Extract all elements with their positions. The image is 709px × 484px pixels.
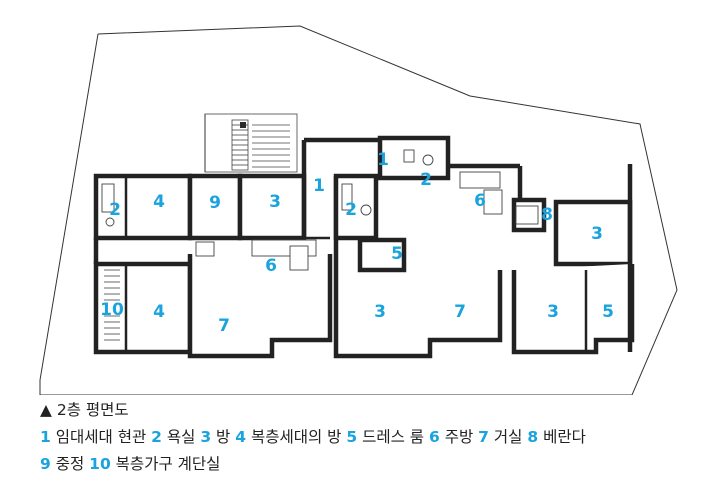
main-stair (204, 113, 298, 173)
legend-line-2: 9 중정 10 복층가구 계단실 (40, 452, 220, 474)
legend-label: 임대세대 현관 (50, 428, 152, 446)
right-unit-walls (511, 164, 635, 355)
legend-label: 드레스 룸 (357, 428, 429, 446)
room-label: 3 (547, 302, 559, 322)
room-label: 6 (474, 191, 486, 211)
legend-label: 주방 (439, 428, 479, 446)
site-boundary (39, 25, 678, 395)
room-label: 2 (345, 200, 357, 220)
legend-label: 중정 (50, 455, 90, 473)
room-label: 4 (153, 302, 165, 322)
room-label: 6 (265, 256, 277, 276)
room-label: 5 (602, 302, 614, 322)
room-label: 3 (269, 192, 281, 212)
room-label: 2 (109, 200, 121, 220)
legend-number: 6 (429, 428, 440, 446)
room-label: 7 (218, 316, 230, 336)
legend-number: 4 (235, 428, 247, 446)
room-labels: 1 1 2 2 2 3 3 3 3 4 4 5 5 6 6 7 7 8 9 10 (100, 150, 614, 336)
legend-label: 거실 (488, 428, 528, 446)
room-label: 1 (313, 176, 325, 196)
duplex-stair (104, 269, 120, 341)
legend-number: 1 (40, 428, 51, 446)
legend-label: 베란다 (538, 428, 586, 446)
floor-plan: 1 1 2 2 2 3 3 3 3 4 4 5 5 6 6 7 7 8 9 10 (39, 25, 678, 395)
room-label: 5 (391, 244, 403, 264)
legend-number: 5 (346, 428, 358, 446)
legend-number: 8 (527, 428, 539, 446)
fixtures (101, 149, 539, 271)
legend-number: 9 (40, 455, 51, 473)
legend-label: 복층가구 계단실 (110, 455, 221, 473)
room-label: 7 (454, 302, 466, 322)
room-label: 2 (420, 170, 432, 190)
room-label: 8 (541, 205, 553, 225)
legend-label: 욕실 (161, 428, 201, 446)
room-label: 9 (209, 193, 221, 213)
legend-number: 10 (89, 455, 111, 473)
room-label: 1 (377, 150, 389, 170)
legend-label: 방 (211, 428, 236, 446)
legend-label: 복층세대의 방 (246, 428, 347, 446)
room-label: 4 (153, 192, 165, 212)
room-label: 3 (374, 302, 386, 322)
legend-line-1: 1 임대세대 현관 2 욕실 3 방 4 복층세대의 방 5 드레스 룸 6 주… (40, 425, 586, 447)
legend-number: 7 (478, 428, 489, 446)
legend-number: 2 (151, 428, 162, 446)
legend-number: 3 (200, 428, 212, 446)
center-left-unit-walls (187, 137, 380, 359)
room-label: 10 (100, 300, 124, 320)
figure-title: ▲ 2층 평면도 (40, 401, 129, 419)
room-label: 3 (591, 224, 603, 244)
